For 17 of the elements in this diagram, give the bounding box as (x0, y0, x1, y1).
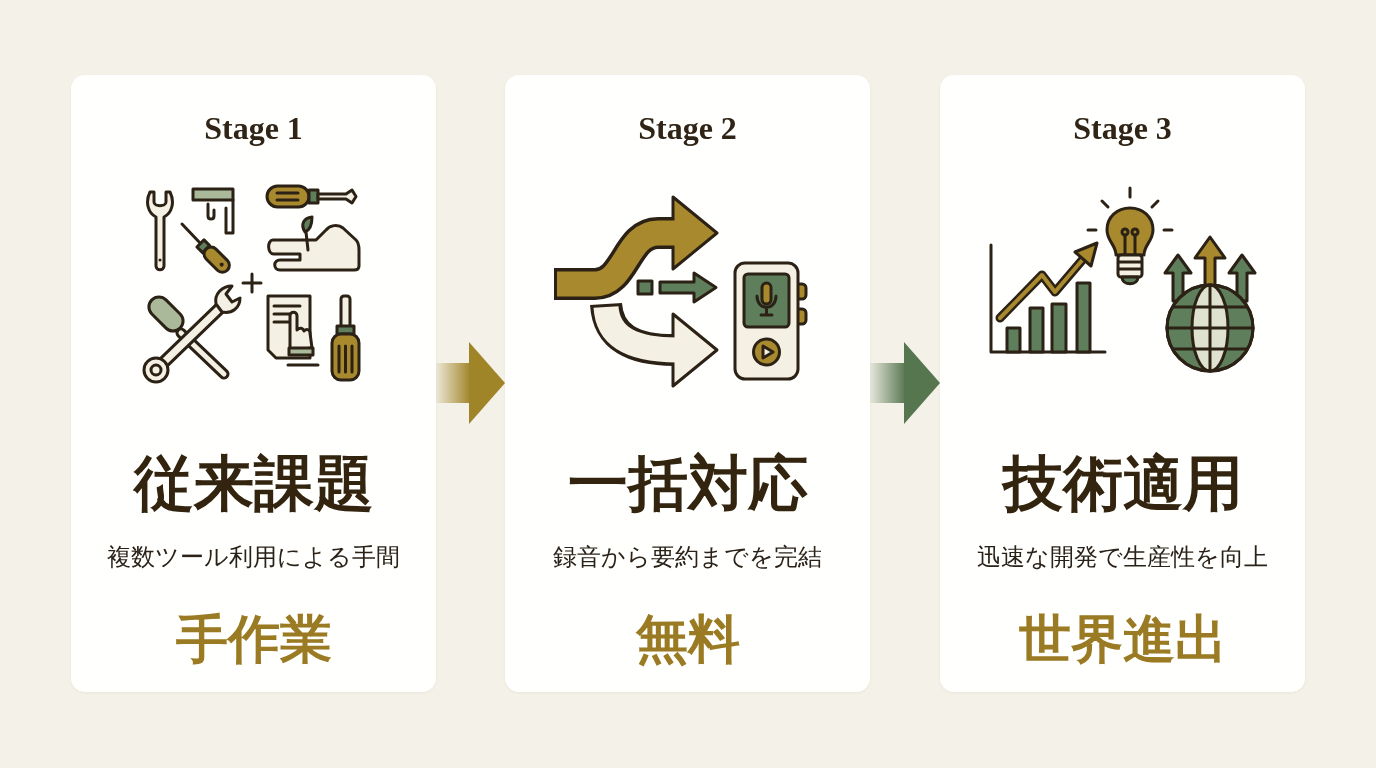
stage-description: 録音から要約までを完結 (553, 544, 822, 572)
stage-heading: Stage 2 (638, 110, 737, 147)
arrow (436, 342, 505, 424)
stage-description: 迅速な開発で生産性を向上 (977, 544, 1268, 572)
stage-title: 技術適用 (1002, 450, 1243, 519)
stage-keyword: 世界進出 (1018, 610, 1227, 670)
stage-heading: Stage 3 (1073, 110, 1172, 147)
stage-keyword: 手作業 (175, 610, 332, 670)
arrow (870, 342, 940, 424)
stage-title: 従来課題 (133, 450, 374, 519)
stage-card (940, 75, 1305, 692)
stage-card (505, 75, 870, 692)
stage-keyword: 無料 (635, 610, 740, 670)
stage-heading: Stage 1 (204, 110, 303, 147)
stage-card (71, 75, 436, 692)
stage-title: 一括対応 (567, 450, 808, 519)
stage-description: 複数ツール利用による手間 (107, 544, 400, 572)
